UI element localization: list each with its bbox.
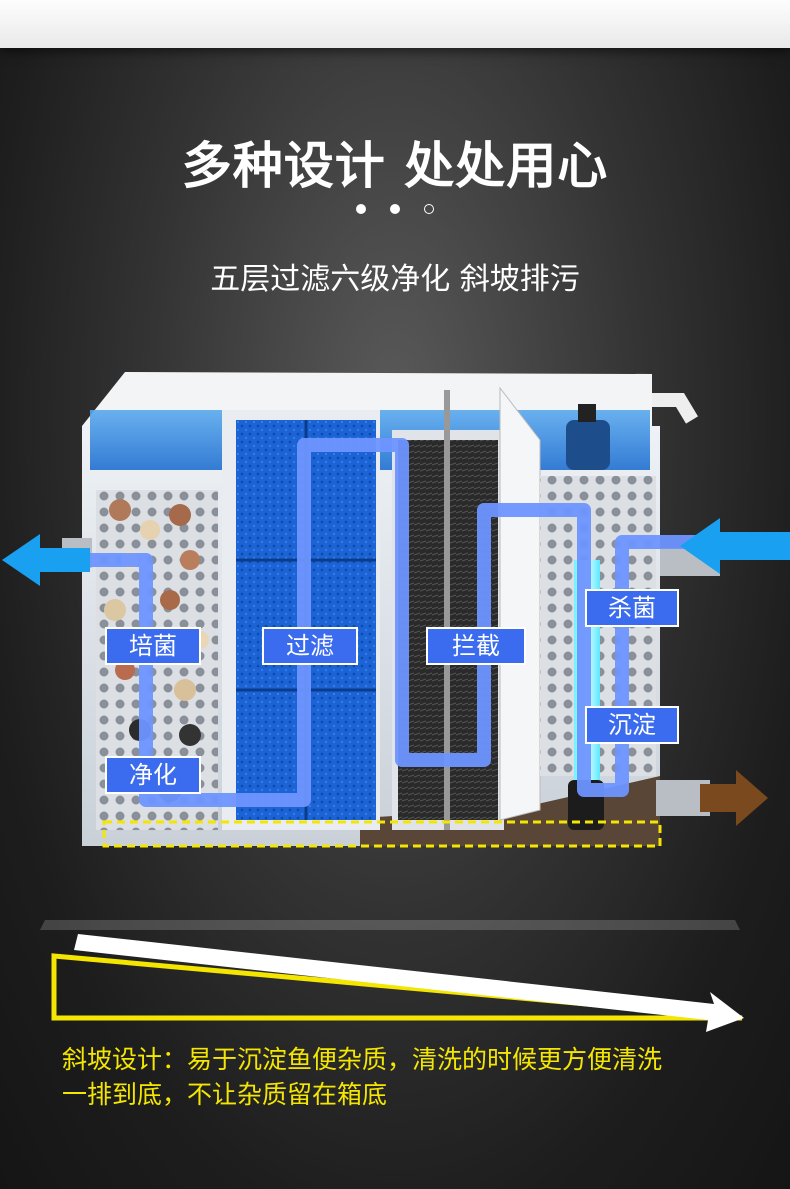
label-sterilize: 杀菌	[585, 589, 679, 627]
dot-filled	[356, 204, 366, 214]
dot-hollow	[424, 204, 434, 214]
label-purify: 净化	[105, 756, 201, 794]
pagination-dots	[352, 204, 438, 216]
slope-triangle	[51, 953, 743, 1021]
slope-outline	[102, 820, 662, 848]
pump	[566, 420, 610, 470]
baffle-plate	[499, 386, 541, 821]
page-subtitle: 五层过滤六级净化 斜坡排污	[210, 262, 580, 297]
inlet-arrow	[680, 518, 790, 574]
slope-arrow	[74, 934, 744, 1032]
label-culture: 培菌	[105, 627, 201, 665]
outlet-arrow-left	[2, 534, 90, 586]
flow-path	[30, 438, 716, 807]
dot-filled	[390, 204, 400, 214]
page-title: 多种设计 处处用心	[181, 137, 609, 195]
top-band	[0, 0, 790, 48]
caption-line-2: 一排到底，不让杂质留在箱底	[62, 1080, 388, 1109]
slope-diagram	[40, 920, 744, 1032]
caption-line-1: 斜坡设计：易于沉淀鱼便杂质，清洗的时候更方便清洗	[62, 1045, 663, 1074]
label-intercept: 拦截	[426, 627, 526, 665]
label-settle: 沉淀	[585, 706, 679, 744]
drain-arrow	[700, 770, 768, 826]
label-filter: 过滤	[262, 627, 358, 665]
light-beam	[40, 920, 740, 930]
